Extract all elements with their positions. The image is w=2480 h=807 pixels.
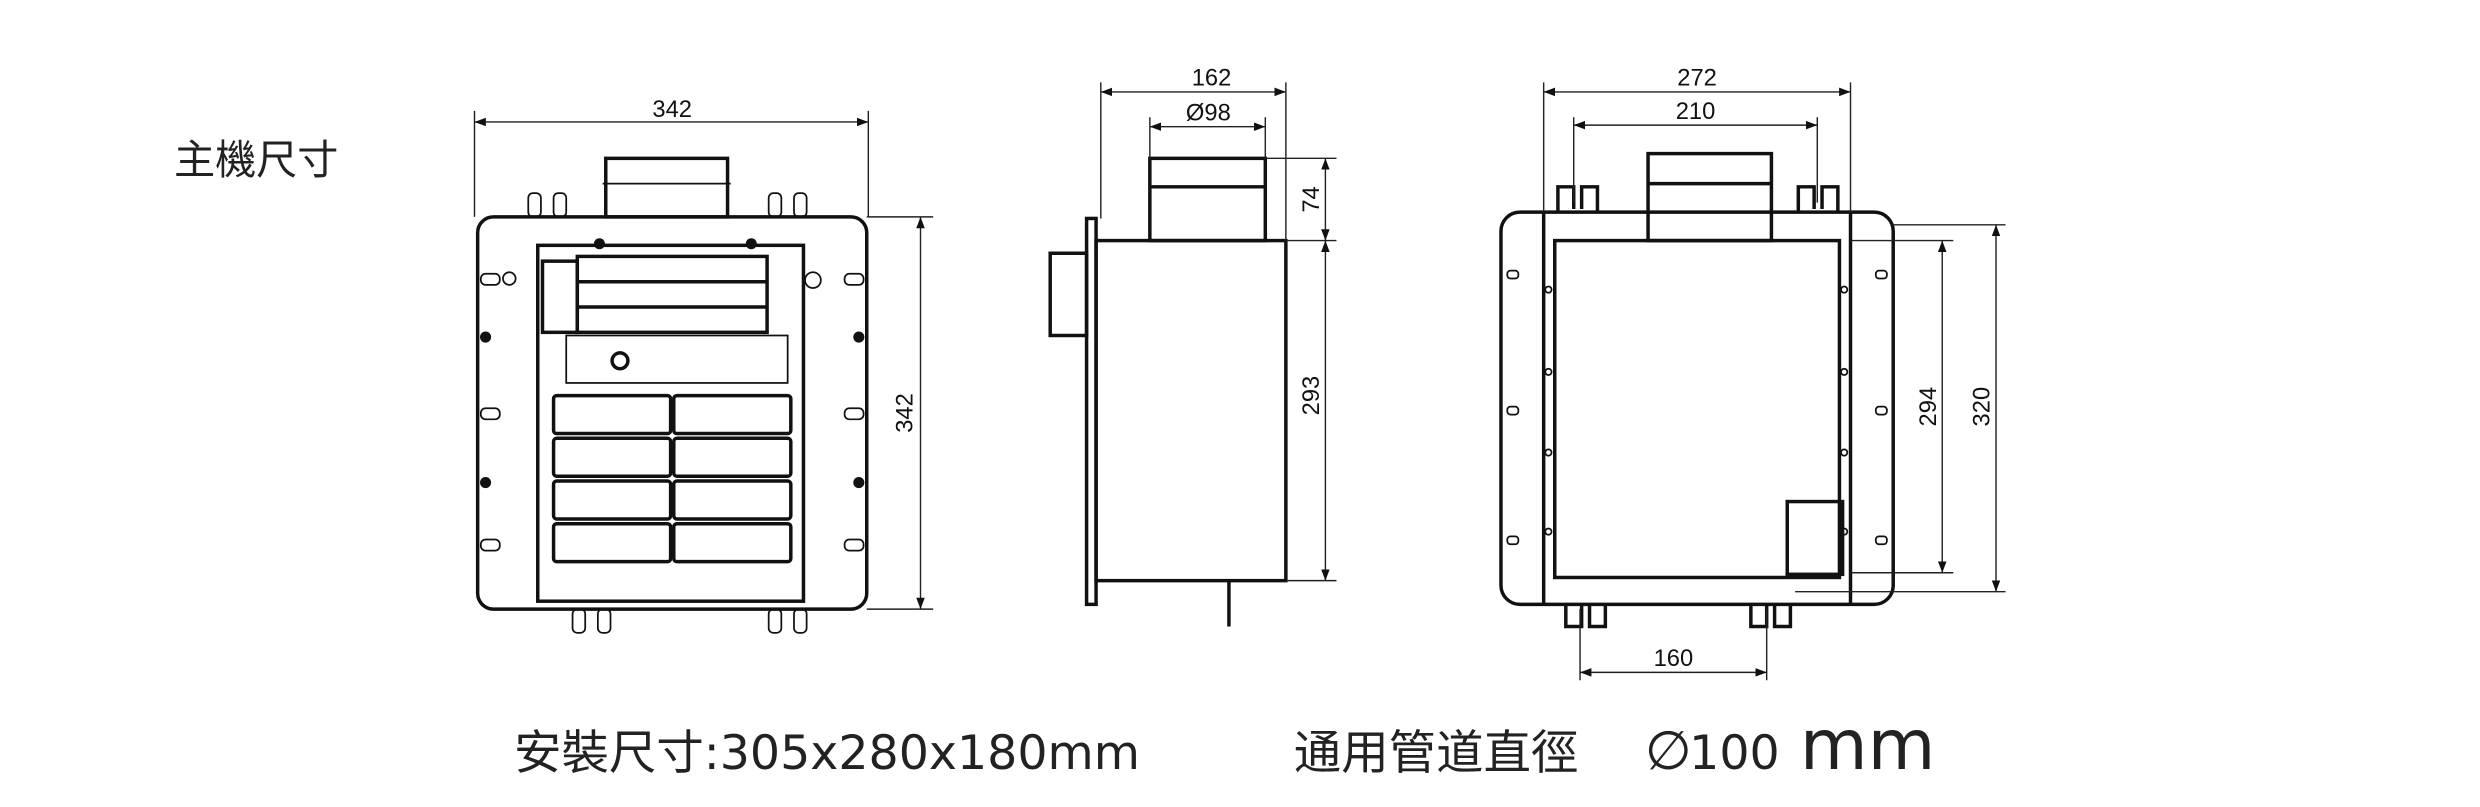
side-view: 162 Ø98 74 293 bbox=[1048, 66, 1337, 627]
duct-diameter-unit: mm bbox=[1800, 705, 1936, 786]
front-height-label: 342 bbox=[893, 393, 919, 433]
side-duct-height-label: 74 bbox=[1299, 186, 1325, 212]
top-bracket-span-label: 210 bbox=[1676, 99, 1716, 125]
top-bottom-span-label: 160 bbox=[1654, 646, 1694, 672]
top-inner-height-label: 294 bbox=[1916, 387, 1942, 427]
front-width-label: 342 bbox=[652, 97, 692, 123]
side-depth-label: 162 bbox=[1192, 66, 1232, 92]
side-duct-diameter-label: Ø98 bbox=[1186, 100, 1231, 126]
install-size-text: 安裝尺寸:305x280x180mm bbox=[514, 726, 1140, 781]
duct-diameter-value: 100 bbox=[1689, 726, 1780, 781]
diameter-symbol: ∅ bbox=[1645, 719, 1692, 782]
title-main-unit-size: 主機尺寸 bbox=[174, 136, 338, 184]
front-view: 342 342 bbox=[473, 97, 934, 634]
top-outer-height-label: 320 bbox=[1970, 387, 1996, 427]
side-body-height-label: 293 bbox=[1299, 376, 1325, 416]
top-outer-width-label: 272 bbox=[1677, 66, 1717, 92]
top-view: 272 210 294 320 160 bbox=[1499, 66, 2006, 681]
duct-diameter-label: 通用管道直徑 bbox=[1294, 726, 1579, 781]
